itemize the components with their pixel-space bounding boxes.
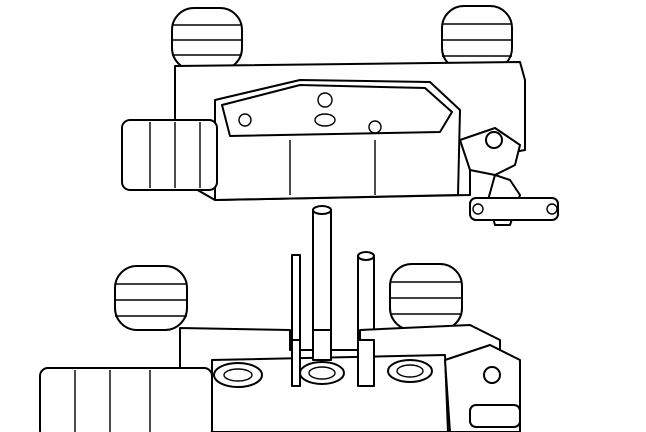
upper-gasket-face [221,84,453,137]
solenoid-coil-right [441,5,513,71]
solenoid-coil-left [171,7,243,71]
upper-linkage-bracket [459,127,559,226]
lower-valve-assembly [39,263,521,432]
lower-solenoid-coil-left [114,265,188,331]
upper-valve-assembly [121,5,559,226]
lower-solenoid-coil-right [389,263,463,331]
pin-center [312,205,332,351]
lower-electrical-connector [39,367,213,432]
upper-electrical-connector [121,119,218,191]
port-seals [213,359,433,388]
lower-linkage-bracket [444,344,521,432]
